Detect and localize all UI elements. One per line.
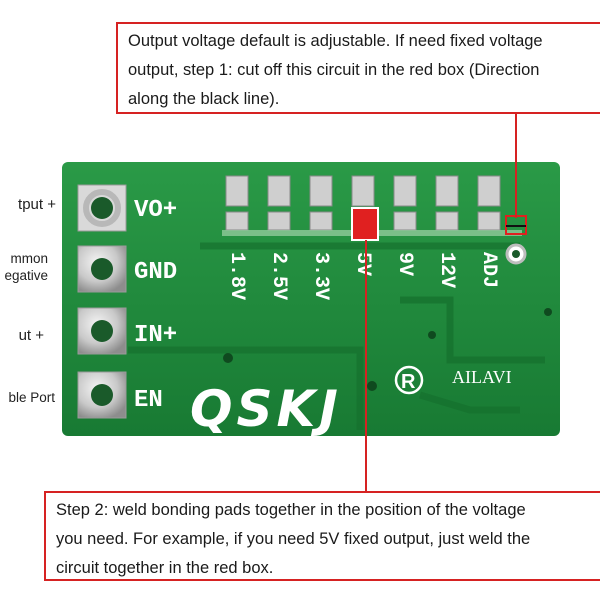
step1-line-3: along the black line). [128,90,280,108]
voltage-label-5v: 5V [351,252,374,276]
step2-line-3: circuit together in the red box. [56,559,274,577]
label-common-negative-line1: mmon [10,251,48,266]
step1-line-2: output, step 1: cut off this circuit in … [128,61,540,79]
maker-label: AILAVI [452,367,512,387]
pin-label-gnd: GND [134,259,177,286]
highlight-5v-pad [351,207,379,241]
pin-label-vo: VO+ [134,197,177,224]
step1-line-1: Output voltage default is adjustable. If… [128,32,543,50]
label-enable-port: ble Port [8,390,55,405]
step2-callout: Step 2: weld bonding pads together in th… [44,491,600,581]
label-common-negative-line2: egative [4,268,48,283]
pin-pads [77,184,127,419]
voltage-label-2v5: 2.5V [267,252,290,300]
voltage-label-12v: 12V [435,252,458,288]
voltage-label-1v8: 1.8V [225,252,248,300]
registered-icon [394,365,424,395]
step2-line-2: you need. For example, if you need 5V fi… [56,530,531,548]
label-common-negative: mmon egative [0,250,48,284]
pin-label-en: EN [134,387,163,414]
voltage-label-9v: 9V [393,252,416,276]
label-output-plus: tput + [18,196,56,213]
voltage-pads [225,175,501,231]
pcb-traces [128,242,545,430]
brand-logo: QSKJ [190,380,342,438]
registered-letter: R [401,371,416,393]
pin-label-in: IN+ [134,322,177,349]
voltage-label-adj: ADJ [477,252,500,288]
label-input-plus: ut + [18,327,44,344]
step2-line-1: Step 2: weld bonding pads together in th… [56,501,526,519]
voltage-label-3v3: 3.3V [309,252,332,300]
step1-callout: Output voltage default is adjustable. If… [116,22,600,114]
